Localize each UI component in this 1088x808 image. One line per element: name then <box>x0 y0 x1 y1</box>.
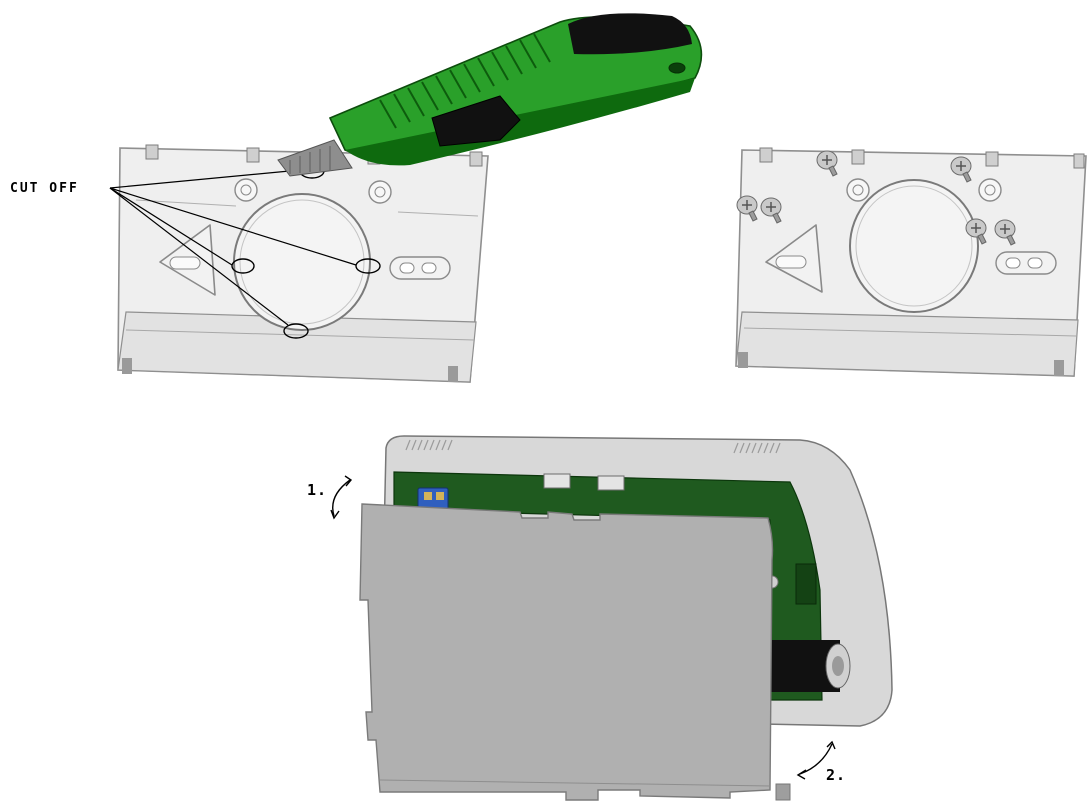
cut-off-leader-lines <box>109 169 357 326</box>
cut-off-markers <box>231 163 381 339</box>
left-base-plate <box>117 144 489 383</box>
screw-icon <box>760 197 782 224</box>
cut-marker-right <box>355 258 381 274</box>
cut-marker-left <box>231 258 255 274</box>
right-base-plate <box>735 147 1087 377</box>
cut-marker-bottom <box>283 323 309 339</box>
cut-off-label: CUT OFF <box>10 181 79 196</box>
screws <box>736 150 1016 246</box>
front-cover <box>359 503 791 801</box>
battery-icon <box>770 640 851 692</box>
screw-icon <box>950 156 972 183</box>
curved-arrow-icon <box>330 475 353 520</box>
step-2-label: 2. <box>826 766 847 784</box>
screw-icon <box>816 150 838 177</box>
terminal-block-icon <box>417 487 449 511</box>
step-1-label: 1. <box>307 481 328 499</box>
curved-arrow-icon <box>796 740 836 780</box>
utility-knife-icon <box>277 13 703 177</box>
screw-icon <box>994 219 1016 246</box>
screw-icon <box>965 218 987 245</box>
screw-icon <box>736 195 758 222</box>
